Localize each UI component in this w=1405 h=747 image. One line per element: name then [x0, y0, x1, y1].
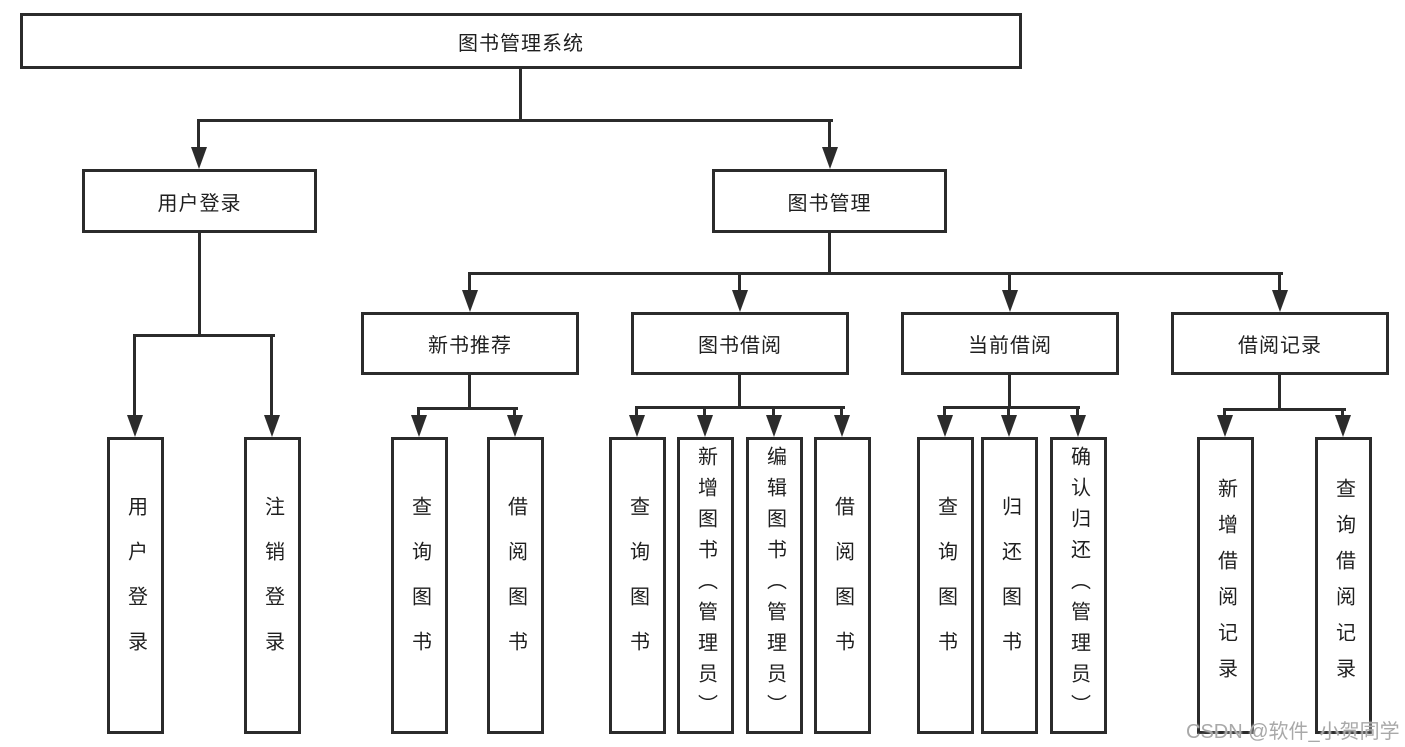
- connector-line: [270, 334, 273, 415]
- connector-line: [635, 406, 845, 409]
- connector-line: [468, 375, 471, 407]
- connector-line: [738, 272, 741, 292]
- leaf-query-books-current-label: 查询图书: [934, 495, 957, 676]
- leaf-query-books-borrowing: 查询图书: [609, 437, 666, 734]
- connector-line: [1278, 272, 1281, 292]
- leaf-borrow-books-recommend: 借阅图书: [487, 437, 544, 734]
- connector-line: [828, 233, 831, 272]
- arrow-down-icon: [834, 415, 850, 437]
- connector-line: [417, 407, 420, 417]
- leaf-edit-books-admin: 编辑图书（管理员）: [746, 437, 803, 734]
- arrow-down-icon: [1002, 290, 1018, 312]
- leaf-return-books: 归还图书: [981, 437, 1038, 734]
- connector-line: [133, 334, 136, 415]
- leaf-query-borrow-record-label: 查询借阅记录: [1332, 477, 1355, 694]
- connector-line: [840, 406, 843, 417]
- arrow-down-icon: [697, 415, 713, 437]
- leaf-borrow-books-label: 借阅图书: [831, 495, 854, 676]
- connector-line: [1223, 408, 1226, 417]
- connector-line: [1341, 408, 1344, 417]
- node-current-borrowing-label: 当前借阅: [968, 335, 1052, 357]
- connector-line: [1076, 406, 1079, 417]
- arrow-down-icon: [732, 290, 748, 312]
- node-new-book-recommend: 新书推荐: [361, 312, 579, 375]
- leaf-query-books-recommend: 查询图书: [391, 437, 448, 734]
- connector-line: [1008, 272, 1011, 292]
- connector-line: [772, 406, 775, 417]
- leaf-logout: 注销登录: [244, 437, 301, 734]
- connector-line: [417, 407, 518, 410]
- node-root: 图书管理系统: [20, 13, 1022, 69]
- connector-line: [738, 375, 741, 406]
- leaf-query-books-borrowing-label: 查询图书: [626, 495, 649, 676]
- arrow-down-icon: [629, 415, 645, 437]
- node-borrowing-records-label: 借阅记录: [1238, 335, 1322, 357]
- arrow-down-icon: [937, 415, 953, 437]
- arrow-down-icon: [462, 290, 478, 312]
- arrow-down-icon: [1335, 415, 1351, 437]
- node-borrowing-records: 借阅记录: [1171, 312, 1389, 375]
- leaf-query-books-current: 查询图书: [917, 437, 974, 734]
- connector-line: [197, 119, 833, 122]
- connector-line: [197, 119, 200, 149]
- leaf-edit-books-admin-label: 编辑图书（管理员）: [763, 446, 786, 725]
- leaf-confirm-return-admin: 确认归还（管理员）: [1050, 437, 1107, 734]
- arrow-down-icon: [1217, 415, 1233, 437]
- arrow-down-icon: [507, 415, 523, 437]
- node-root-label: 图书管理系统: [458, 32, 584, 55]
- connector-line: [1278, 375, 1281, 408]
- leaf-query-books-recommend-label: 查询图书: [408, 495, 431, 676]
- node-book-borrowing-label: 图书借阅: [698, 335, 782, 357]
- arrow-down-icon: [411, 415, 427, 437]
- arrow-down-icon: [766, 415, 782, 437]
- arrow-down-icon: [264, 415, 280, 437]
- leaf-add-borrow-record-label: 新增借阅记录: [1214, 477, 1237, 694]
- arrow-down-icon: [822, 147, 838, 169]
- connector-line: [468, 272, 471, 292]
- arrow-down-icon: [127, 415, 143, 437]
- leaf-return-books-label: 归还图书: [998, 495, 1021, 676]
- connector-line: [198, 233, 201, 337]
- connector-line: [1223, 408, 1346, 411]
- connector-line: [943, 406, 946, 417]
- node-book-management: 图书管理: [712, 169, 947, 233]
- node-user-login: 用户登录: [82, 169, 317, 233]
- node-book-management-label: 图书管理: [787, 192, 872, 215]
- leaf-add-books-admin-label: 新增图书（管理员）: [694, 446, 717, 725]
- arrow-down-icon: [191, 147, 207, 169]
- connector-line: [635, 406, 638, 417]
- connector-line: [519, 69, 522, 119]
- node-book-borrowing: 图书借阅: [631, 312, 849, 375]
- arrow-down-icon: [1272, 290, 1288, 312]
- connector-line: [1008, 375, 1011, 406]
- connector-line: [133, 334, 275, 337]
- connector-line: [1007, 406, 1010, 417]
- connector-line: [513, 407, 516, 417]
- node-new-book-recommend-label: 新书推荐: [428, 335, 512, 357]
- leaf-borrow-books: 借阅图书: [814, 437, 871, 734]
- connector-line: [468, 272, 1283, 275]
- arrow-down-icon: [1070, 415, 1086, 437]
- leaf-borrow-books-recommend-label: 借阅图书: [504, 495, 527, 676]
- watermark: CSDN @软件_小贺同学: [1186, 721, 1400, 743]
- connector-line: [828, 119, 831, 149]
- leaf-query-borrow-record: 查询借阅记录: [1315, 437, 1372, 734]
- leaf-user-login: 用户登录: [107, 437, 164, 734]
- leaf-logout-label: 注销登录: [261, 495, 284, 676]
- leaf-confirm-return-admin-label: 确认归还（管理员）: [1067, 446, 1090, 725]
- arrow-down-icon: [1001, 415, 1017, 437]
- leaf-add-books-admin: 新增图书（管理员）: [677, 437, 734, 734]
- leaf-user-login-label: 用户登录: [124, 495, 147, 676]
- leaf-add-borrow-record: 新增借阅记录: [1197, 437, 1254, 734]
- connector-line: [703, 406, 706, 417]
- connector-line: [943, 406, 1080, 409]
- node-current-borrowing: 当前借阅: [901, 312, 1119, 375]
- node-user-login-label: 用户登录: [157, 192, 242, 215]
